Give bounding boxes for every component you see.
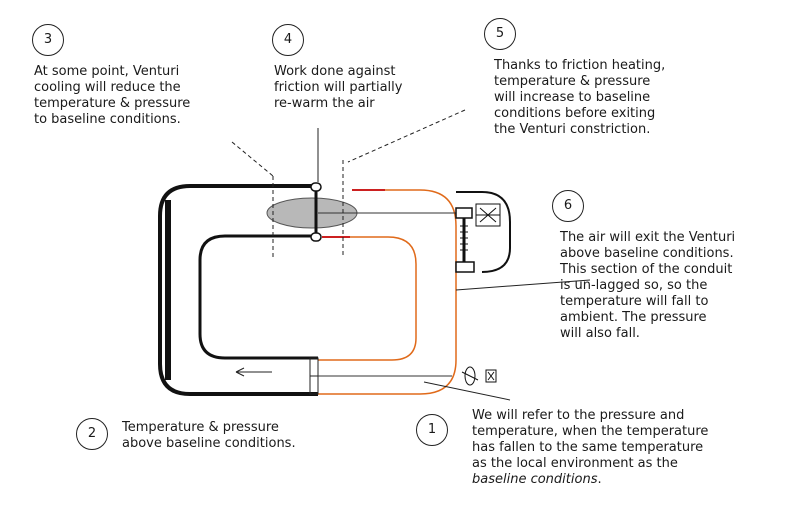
guide-5 (347, 109, 466, 163)
fan-duct-upper (309, 357, 319, 377)
note-2-above-baseline: Temperature & pressure above baseline co… (122, 420, 296, 451)
conduit-outer-orange (318, 189, 457, 395)
note-3-venturi-cooling: At some point, Venturi cooling will redu… (34, 64, 191, 127)
note-4-friction-rewarm: Work done against friction will partiall… (274, 64, 403, 111)
conduit-loop (158, 184, 457, 396)
fan-icon (461, 366, 497, 386)
note-1-text: We will refer to the pressure and temper… (472, 408, 709, 471)
step-1-marker: 1 (416, 414, 448, 446)
note-5-friction-heating: Thanks to friction heating, temperature … (494, 58, 666, 137)
conduit-inner-black (198, 234, 318, 360)
guide-1 (423, 381, 511, 401)
note-1-emphasis: baseline conditions (472, 472, 598, 487)
c-clamp-icon (455, 191, 511, 273)
note-1-suffix: . (597, 472, 602, 487)
conduit-inner-orange (318, 236, 417, 361)
guide-3 (231, 141, 274, 177)
step-6-marker: 6 (552, 190, 584, 222)
guide-lines (231, 109, 591, 401)
step-5-marker: 5 (484, 18, 516, 50)
venturi-constriction-icon (266, 182, 460, 242)
step-3-marker: 3 (32, 24, 64, 56)
guide-6 (455, 279, 591, 291)
note-1-baseline-definition: We will refer to the pressure and temper… (472, 408, 792, 488)
arrow-left-icon (235, 367, 272, 377)
step-2-marker: 2 (76, 418, 108, 450)
conduit-outer-black (158, 184, 318, 396)
fan-duct-lower (309, 375, 319, 395)
step-4-marker: 4 (272, 24, 304, 56)
note-6-exit-venturi: The air will exit the Venturi above base… (560, 230, 736, 341)
